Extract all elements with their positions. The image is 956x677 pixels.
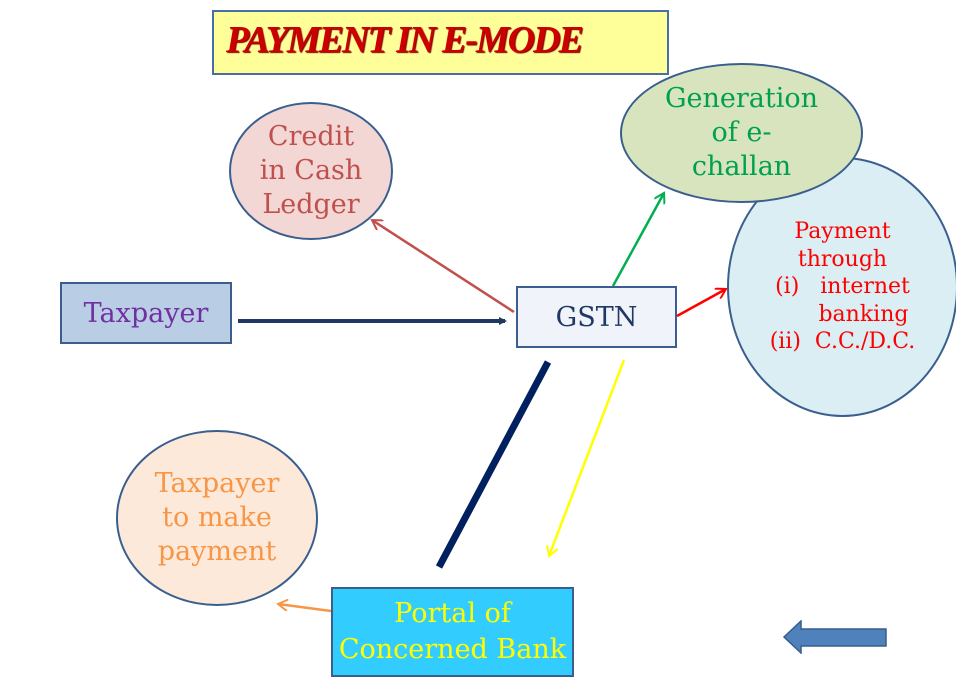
gstn-node: GSTN (516, 286, 677, 348)
node-line: (i) internet (775, 274, 910, 300)
taxpayer-make-payment-node: Taxpayer to make payment (116, 430, 318, 606)
left-arrow-icon (782, 619, 887, 655)
node-label: GSTN (555, 301, 638, 333)
node-line: Taxpayer (154, 468, 280, 500)
arrow-gstn-to-e-challan (611, 193, 664, 287)
arrow-gstn-to-payment (676, 289, 726, 318)
title-box: PAYMENT IN E-MODE (212, 10, 669, 75)
line-portal-to-gstn (435, 360, 552, 569)
node-line: (ii) C.C./D.C. (769, 329, 916, 355)
e-challan-node: Generation of e- challan (620, 63, 863, 203)
payment-through-node: Payment through (i) internet banking (ii… (727, 157, 956, 417)
node-line: payment (157, 535, 277, 567)
node-line: Concerned Bank (338, 634, 567, 665)
node-line: in Cash (259, 155, 363, 187)
node-line: Credit (267, 121, 355, 153)
node-label: Taxpayer (83, 297, 209, 329)
arrow-gstn-to-portal (549, 359, 626, 556)
node-line: through (797, 246, 888, 272)
node-line: Ledger (262, 188, 360, 220)
node-line: to make (162, 502, 272, 534)
credit-cash-ledger-node: Credit in Cash Ledger (229, 102, 393, 240)
node-line: challan (691, 150, 792, 182)
node-line: Generation (664, 83, 819, 115)
arrow-portal-to-taxpayer-make-payment (278, 604, 332, 613)
node-line: Portal of (394, 597, 511, 629)
taxpayer-node: Taxpayer (60, 282, 232, 344)
page-title: PAYMENT IN E-MODE (226, 19, 584, 61)
node-line: banking (776, 301, 909, 327)
node-line: Payment (794, 219, 891, 245)
arrow-gstn-to-credit-ledger (372, 220, 515, 314)
node-line: of e- (711, 117, 772, 149)
back-arrow-button[interactable] (782, 619, 887, 655)
